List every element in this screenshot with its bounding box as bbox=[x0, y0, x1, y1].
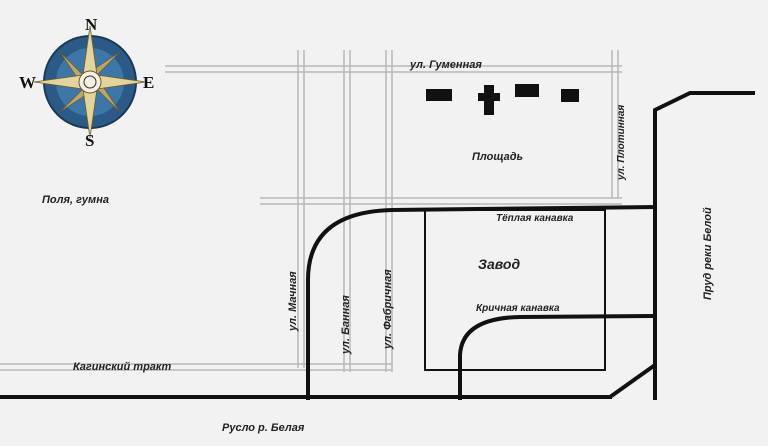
fabrichnaya-street-label: ул. Фабричная bbox=[382, 269, 394, 350]
warm-canal-label: Тёплая канавка bbox=[496, 213, 574, 224]
belaya-riverbed-label: Русло р. Белая bbox=[222, 422, 305, 434]
krichnaya-canal-label: Кричная канавка bbox=[476, 303, 560, 314]
building-3 bbox=[515, 84, 539, 97]
kaginsky-tract-label: Кагинский тракт bbox=[73, 361, 171, 373]
compass-center-medallion bbox=[78, 70, 102, 94]
streets bbox=[0, 50, 622, 372]
plotinnaya-street-label: ул. Плотинная bbox=[616, 105, 627, 181]
compass-east-letter: E bbox=[143, 73, 154, 92]
belaya-pond-label: Пруд реки Белой bbox=[702, 207, 714, 300]
bannaya-street-label: ул. Банная bbox=[340, 295, 352, 355]
pond-dam-outline bbox=[653, 91, 755, 400]
compass-rose: N S W E bbox=[19, 15, 155, 151]
thick-lines bbox=[0, 91, 755, 400]
buildings bbox=[426, 84, 579, 115]
warm-canal-line bbox=[306, 205, 656, 400]
building-4 bbox=[561, 89, 579, 102]
machnaya-street-label: ул. Мачная bbox=[287, 271, 299, 332]
gumennaya-street-label: ул. Гуменная bbox=[409, 59, 482, 71]
church-building-body bbox=[484, 85, 494, 115]
building-1 bbox=[426, 89, 452, 101]
factory-label: Завод bbox=[478, 256, 520, 272]
compass-south-letter: S bbox=[85, 131, 94, 150]
river-bank-diagonal bbox=[608, 363, 657, 399]
krichnaya-canal-line bbox=[458, 314, 656, 400]
square-label: Площадь bbox=[472, 151, 523, 163]
map-labels: Поля, гумна ул. Гуменная Площадь ул. Пло… bbox=[42, 59, 714, 434]
compass-north-letter: N bbox=[85, 15, 98, 34]
compass-west-letter: W bbox=[19, 73, 36, 92]
fields-label: Поля, гумна bbox=[42, 194, 109, 206]
factory-outline bbox=[424, 209, 606, 371]
